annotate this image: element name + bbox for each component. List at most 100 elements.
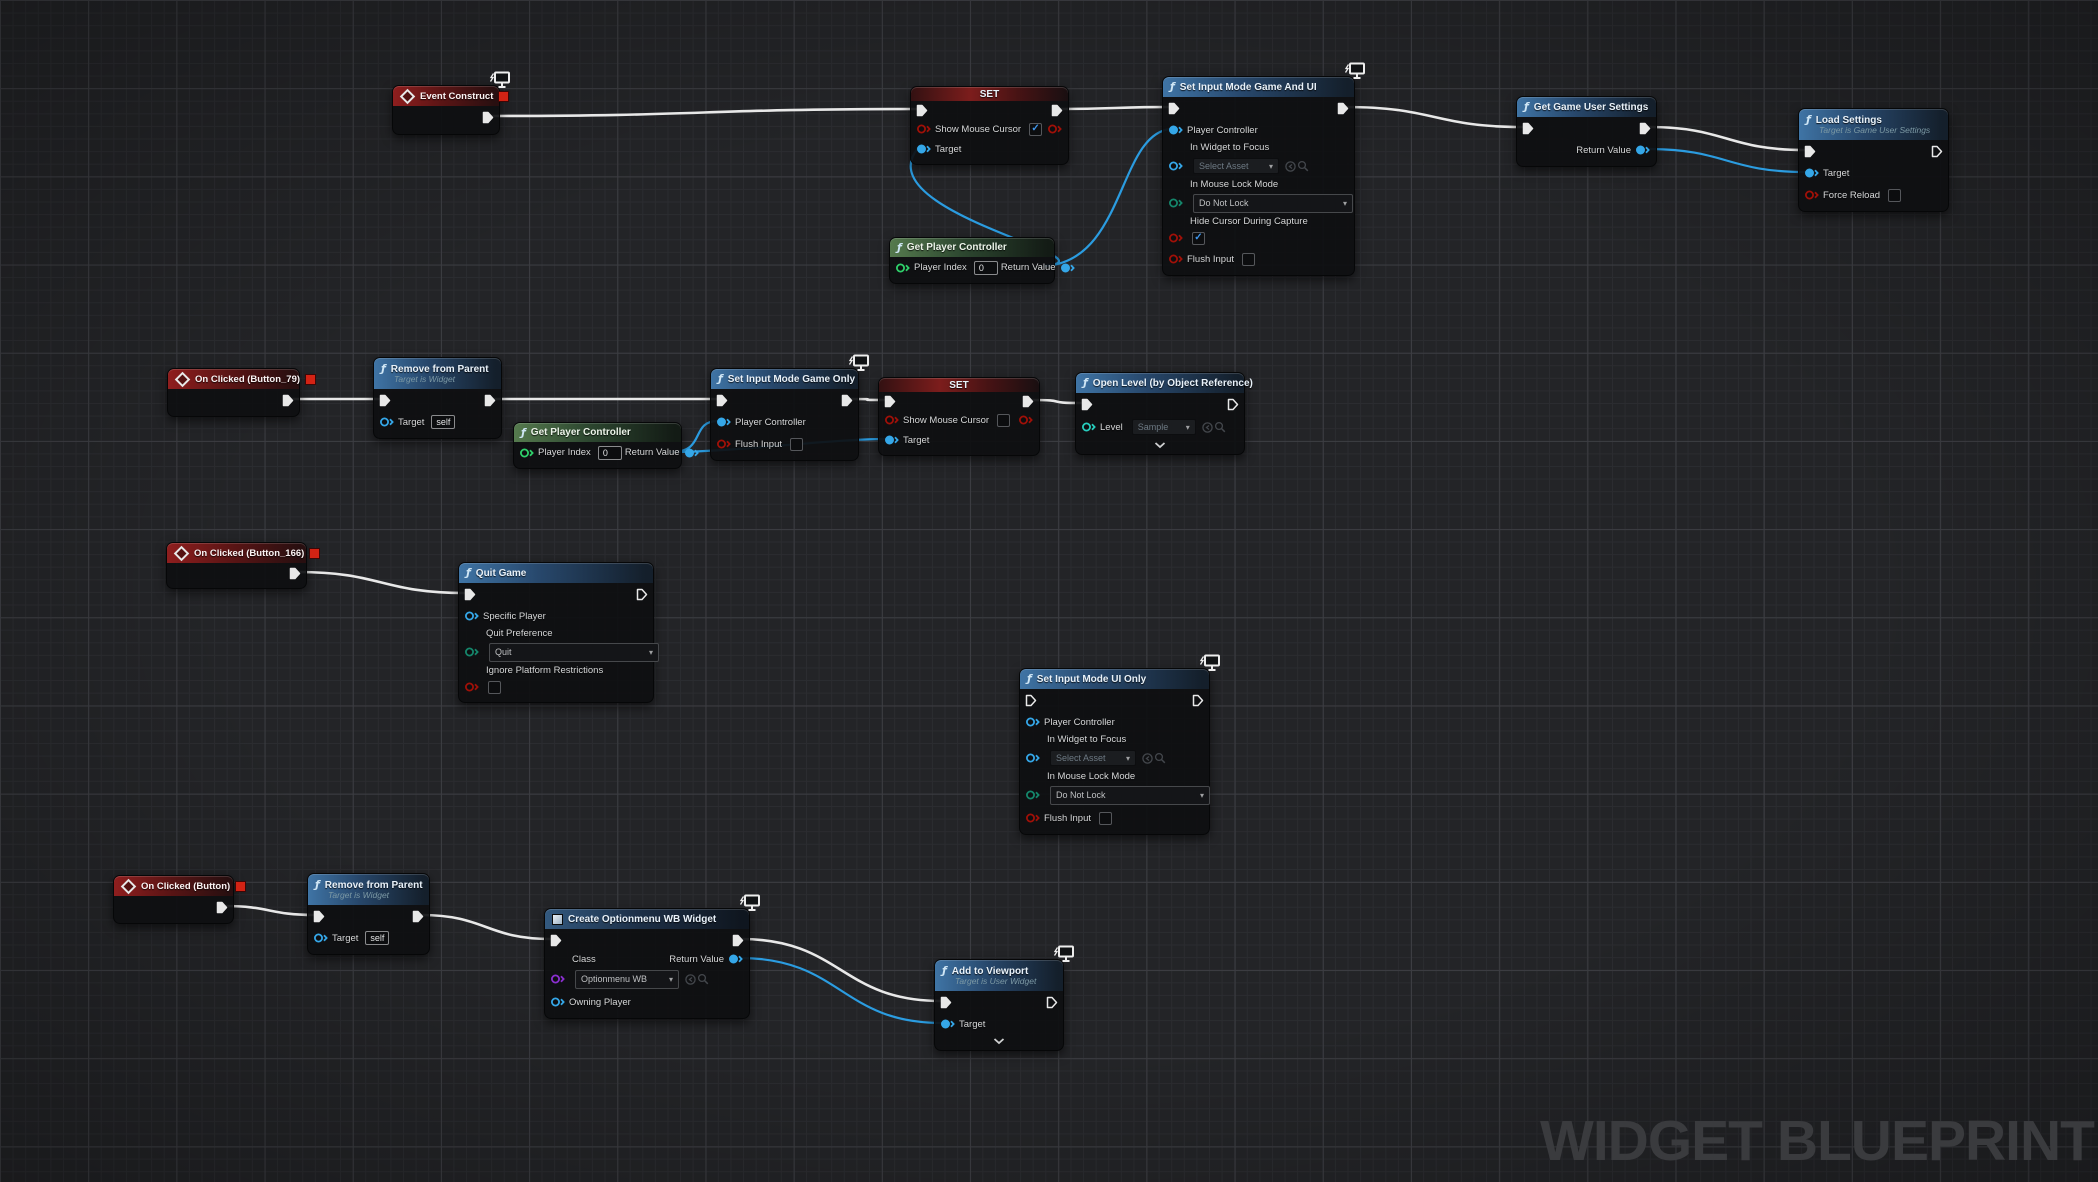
node-event-construct[interactable]: Event Construct <box>392 71 510 135</box>
exec-wire[interactable] <box>489 107 919 118</box>
exec-in-pin[interactable] <box>716 394 728 407</box>
exec-wire[interactable] <box>739 937 943 1003</box>
exec-out-pin[interactable] <box>484 394 496 407</box>
exec-out-pin[interactable] <box>482 111 494 124</box>
textbox[interactable]: self <box>365 931 390 945</box>
checkbox[interactable]: ✓ <box>1192 231 1205 245</box>
blue-data-pin[interactable] <box>884 434 900 446</box>
blue-data-pin[interactable] <box>1804 167 1820 179</box>
blue-data-pin[interactable] <box>940 1018 956 1030</box>
exec-out-pin[interactable] <box>282 394 294 407</box>
red-data-pin[interactable] <box>1025 812 1041 824</box>
exec-in-pin[interactable] <box>1522 122 1534 135</box>
exec-out-pin[interactable] <box>1192 694 1204 707</box>
enum-data-pin[interactable] <box>1168 197 1184 209</box>
exec-in-pin[interactable] <box>1804 145 1816 158</box>
exec-wire[interactable] <box>419 913 553 941</box>
dropdown[interactable]: Do Not Lock▾ <box>1050 785 1210 805</box>
red-data-pin[interactable] <box>464 681 480 693</box>
textbox[interactable]: 0 <box>597 445 622 460</box>
checkbox[interactable] <box>790 437 803 451</box>
textbox[interactable]: self <box>431 415 456 429</box>
blue-data-pin[interactable] <box>550 996 566 1008</box>
exec-out-pin[interactable] <box>1337 102 1349 115</box>
expand-advanced-icon[interactable] <box>993 1037 1005 1045</box>
red-data-pin[interactable] <box>1047 123 1063 135</box>
exec-out-pin[interactable] <box>1046 996 1058 1009</box>
red-data-pin[interactable] <box>1804 189 1820 201</box>
delegate-pin[interactable] <box>498 90 510 102</box>
checkbox[interactable] <box>1242 252 1255 266</box>
int-data-pin[interactable] <box>895 262 911 274</box>
exec-in-pin[interactable] <box>884 395 896 408</box>
blue-data-pin[interactable] <box>1168 160 1184 172</box>
exec-out-pin[interactable] <box>1931 145 1943 158</box>
use-asset-icon[interactable] <box>1201 421 1214 434</box>
data-wire[interactable] <box>1645 147 1808 174</box>
exec-in-pin[interactable] <box>550 934 562 947</box>
exec-out-pin[interactable] <box>289 567 301 580</box>
exec-out-pin[interactable] <box>1022 395 1034 408</box>
dropdown[interactable]: Select Asset▾ <box>1050 750 1136 766</box>
browse-asset-icon[interactable] <box>1154 752 1167 765</box>
blue-data-pin[interactable] <box>1060 262 1076 274</box>
red-data-pin[interactable] <box>716 438 732 450</box>
exec-in-pin[interactable] <box>916 104 928 117</box>
browse-asset-icon[interactable] <box>1297 160 1310 173</box>
textbox[interactable]: 0 <box>973 260 998 275</box>
delegate-pin[interactable] <box>235 880 247 892</box>
data-wire[interactable] <box>738 956 944 1025</box>
blue-data-pin[interactable] <box>728 953 744 965</box>
node-on-clicked-button[interactable]: On Clicked (Button) <box>113 875 247 924</box>
exec-in-pin[interactable] <box>313 910 325 923</box>
checkbox[interactable] <box>1888 188 1902 202</box>
exec-wire[interactable] <box>1029 398 1084 405</box>
blue-data-pin[interactable] <box>1635 144 1651 156</box>
enum-data-pin[interactable] <box>1025 789 1041 801</box>
exec-out-pin[interactable] <box>636 588 648 601</box>
exec-wire[interactable] <box>296 570 467 595</box>
exec-in-pin[interactable] <box>464 588 476 601</box>
red-data-pin[interactable] <box>1168 232 1184 244</box>
blue-data-pin[interactable] <box>1025 752 1041 764</box>
checkbox[interactable] <box>997 413 1011 427</box>
blue-data-pin[interactable] <box>716 416 732 428</box>
use-asset-icon[interactable] <box>684 973 697 986</box>
exec-in-pin[interactable] <box>1081 398 1093 411</box>
blue-data-pin[interactable] <box>313 932 329 944</box>
dropdown[interactable]: Sample▾ <box>1131 419 1196 435</box>
expand-advanced-icon[interactable] <box>1154 441 1166 449</box>
checkbox[interactable] <box>1099 811 1112 825</box>
exec-wire[interactable] <box>1058 105 1171 111</box>
node-on-clicked-button-166[interactable]: On Clicked (Button_166) <box>166 542 321 589</box>
exec-out-pin[interactable] <box>732 934 744 947</box>
exec-wire[interactable] <box>848 397 887 402</box>
use-asset-icon[interactable] <box>1284 160 1297 173</box>
blue-data-pin[interactable] <box>379 416 395 428</box>
dropdown[interactable]: Select Asset▾ <box>1193 158 1279 174</box>
exec-wire[interactable] <box>1646 125 1807 152</box>
exec-wire[interactable] <box>223 904 316 917</box>
red-data-pin[interactable] <box>1168 253 1184 265</box>
blue-data-pin[interactable] <box>684 447 700 459</box>
int-data-pin[interactable] <box>519 447 535 459</box>
blue-data-pin[interactable] <box>464 610 480 622</box>
exec-out-pin[interactable] <box>1639 122 1651 135</box>
use-asset-icon[interactable] <box>1141 752 1154 765</box>
exec-out-pin[interactable] <box>1051 104 1063 117</box>
exec-in-pin[interactable] <box>1025 694 1037 707</box>
teal-data-pin[interactable] <box>1081 421 1097 433</box>
dropdown[interactable]: Do Not Lock▾ <box>1193 193 1353 213</box>
node-on-clicked-button-79[interactable]: On Clicked (Button_79) <box>167 368 317 417</box>
dropdown[interactable]: Optionmenu WB▾ <box>575 969 679 989</box>
